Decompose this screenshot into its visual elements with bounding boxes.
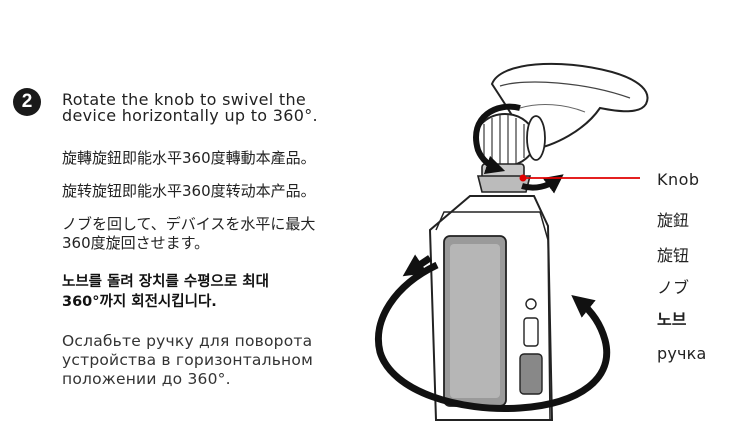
knob-rotate-arrow: [473, 103, 521, 175]
instruction-korean-line-2: 360°까지 회전시킵니다.: [62, 294, 217, 310]
label-knob-traditional-chinese: 旋鈕: [657, 211, 690, 230]
horizontal-rotate-arrow-tip: [402, 254, 432, 277]
instruction-english-text: Rotate the knob to swivel the device hor…: [62, 90, 318, 125]
step-number-badge: 2: [13, 88, 41, 116]
instruction-russian: Ослабьте ручку для поворота устройства в…: [62, 332, 362, 389]
dashcam-device: [428, 195, 554, 421]
instruction-japanese-line-1: ノブを回して、デバイスを水平に最大: [62, 215, 316, 233]
instruction-korean-line-1: 노브를 돌려 장치를 수평으로 최대: [62, 274, 269, 290]
label-knob-simplified-chinese: 旋钮: [657, 246, 690, 265]
instruction-simplified-chinese: 旋转旋钮即能水平360度转动本产品。: [62, 182, 316, 200]
instruction-traditional-chinese: 旋轉旋鈕即能水平360度轉動本產品。: [62, 149, 316, 167]
card-slot-icon: [519, 353, 543, 395]
instruction-korean: 노브를 돌려 장치를 수평으로 최대 360°까지 회전시킵니다.: [62, 272, 362, 312]
device-button-icon: [525, 298, 537, 310]
instruction-russian-line-1: Ослабьте ручку для поворота: [62, 332, 313, 350]
instruction-english: Rotate the knob to swivel the device hor…: [62, 92, 362, 124]
label-knob-russian: ручка: [657, 344, 707, 363]
instruction-russian-line-2: устройства в горизонтальном: [62, 351, 313, 369]
knob-rotate-arrow-lower: [521, 174, 564, 194]
label-knob-japanese: ノブ: [657, 278, 690, 297]
instruction-japanese: ノブを回して、デバイスを水平に最大 360度旋回させます。: [62, 215, 362, 253]
knob: [474, 113, 546, 193]
usb-port-icon: [523, 317, 539, 347]
label-knob-korean: 노브: [657, 310, 687, 329]
horizontal-rotate-arrow: [375, 261, 611, 412]
instruction-russian-line-3: положении до 360°.: [62, 370, 231, 388]
label-knob-english: Knob: [657, 170, 700, 189]
instruction-japanese-line-2: 360度旋回させます。: [62, 234, 210, 252]
